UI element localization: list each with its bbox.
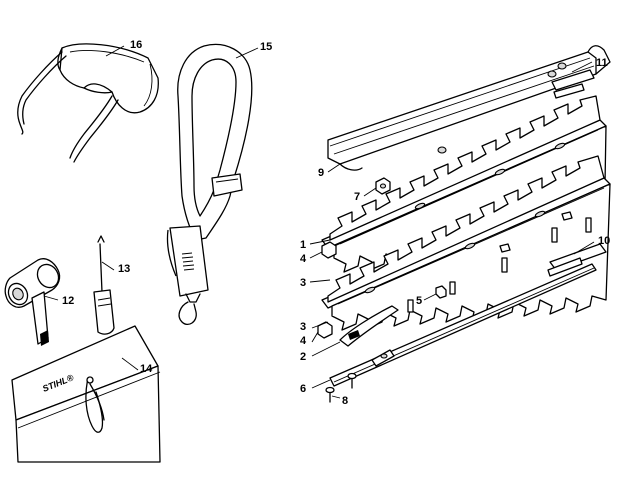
- label-11: 11: [596, 57, 608, 69]
- label-14: 14: [140, 363, 153, 375]
- cover-plate-10: [547, 243, 607, 277]
- label-15: 15: [260, 41, 272, 53]
- spacer-pins: [407, 211, 592, 313]
- label-8: 8: [342, 395, 348, 407]
- label-4-lower: 4: [300, 335, 307, 347]
- hex-nuts: [317, 177, 447, 339]
- retaining-clip: [547, 62, 595, 99]
- label-3-upper: 3: [300, 277, 306, 289]
- label-10: 10: [598, 235, 610, 247]
- harness-strap: [166, 43, 253, 326]
- combination-wrench: [4, 258, 61, 346]
- part-labels: 16 15 11 9 7 1 4 3 13 12 10 5 3 4 2 14 6…: [62, 39, 610, 407]
- label-9: 9: [318, 167, 324, 179]
- label-2: 2: [300, 351, 306, 363]
- support-bar: [329, 263, 597, 387]
- safety-glasses: [17, 43, 159, 163]
- label-13: 13: [118, 263, 130, 275]
- leader-lines: [43, 45, 595, 399]
- guide-plate: [339, 305, 399, 347]
- tool-pouch: STIHL®: [11, 325, 161, 463]
- label-6: 6: [300, 383, 306, 395]
- label-12: 12: [62, 295, 74, 307]
- screwdriver: [93, 235, 115, 335]
- label-7: 7: [354, 191, 360, 203]
- blade-scabbard: [327, 45, 611, 171]
- label-5: 5: [416, 295, 422, 307]
- tag-lines: [181, 252, 195, 271]
- label-3-lower: 3: [300, 321, 306, 333]
- screws: [325, 372, 357, 403]
- label-16: 16: [130, 39, 142, 51]
- label-1: 1: [300, 239, 306, 251]
- label-4-upper: 4: [300, 253, 307, 265]
